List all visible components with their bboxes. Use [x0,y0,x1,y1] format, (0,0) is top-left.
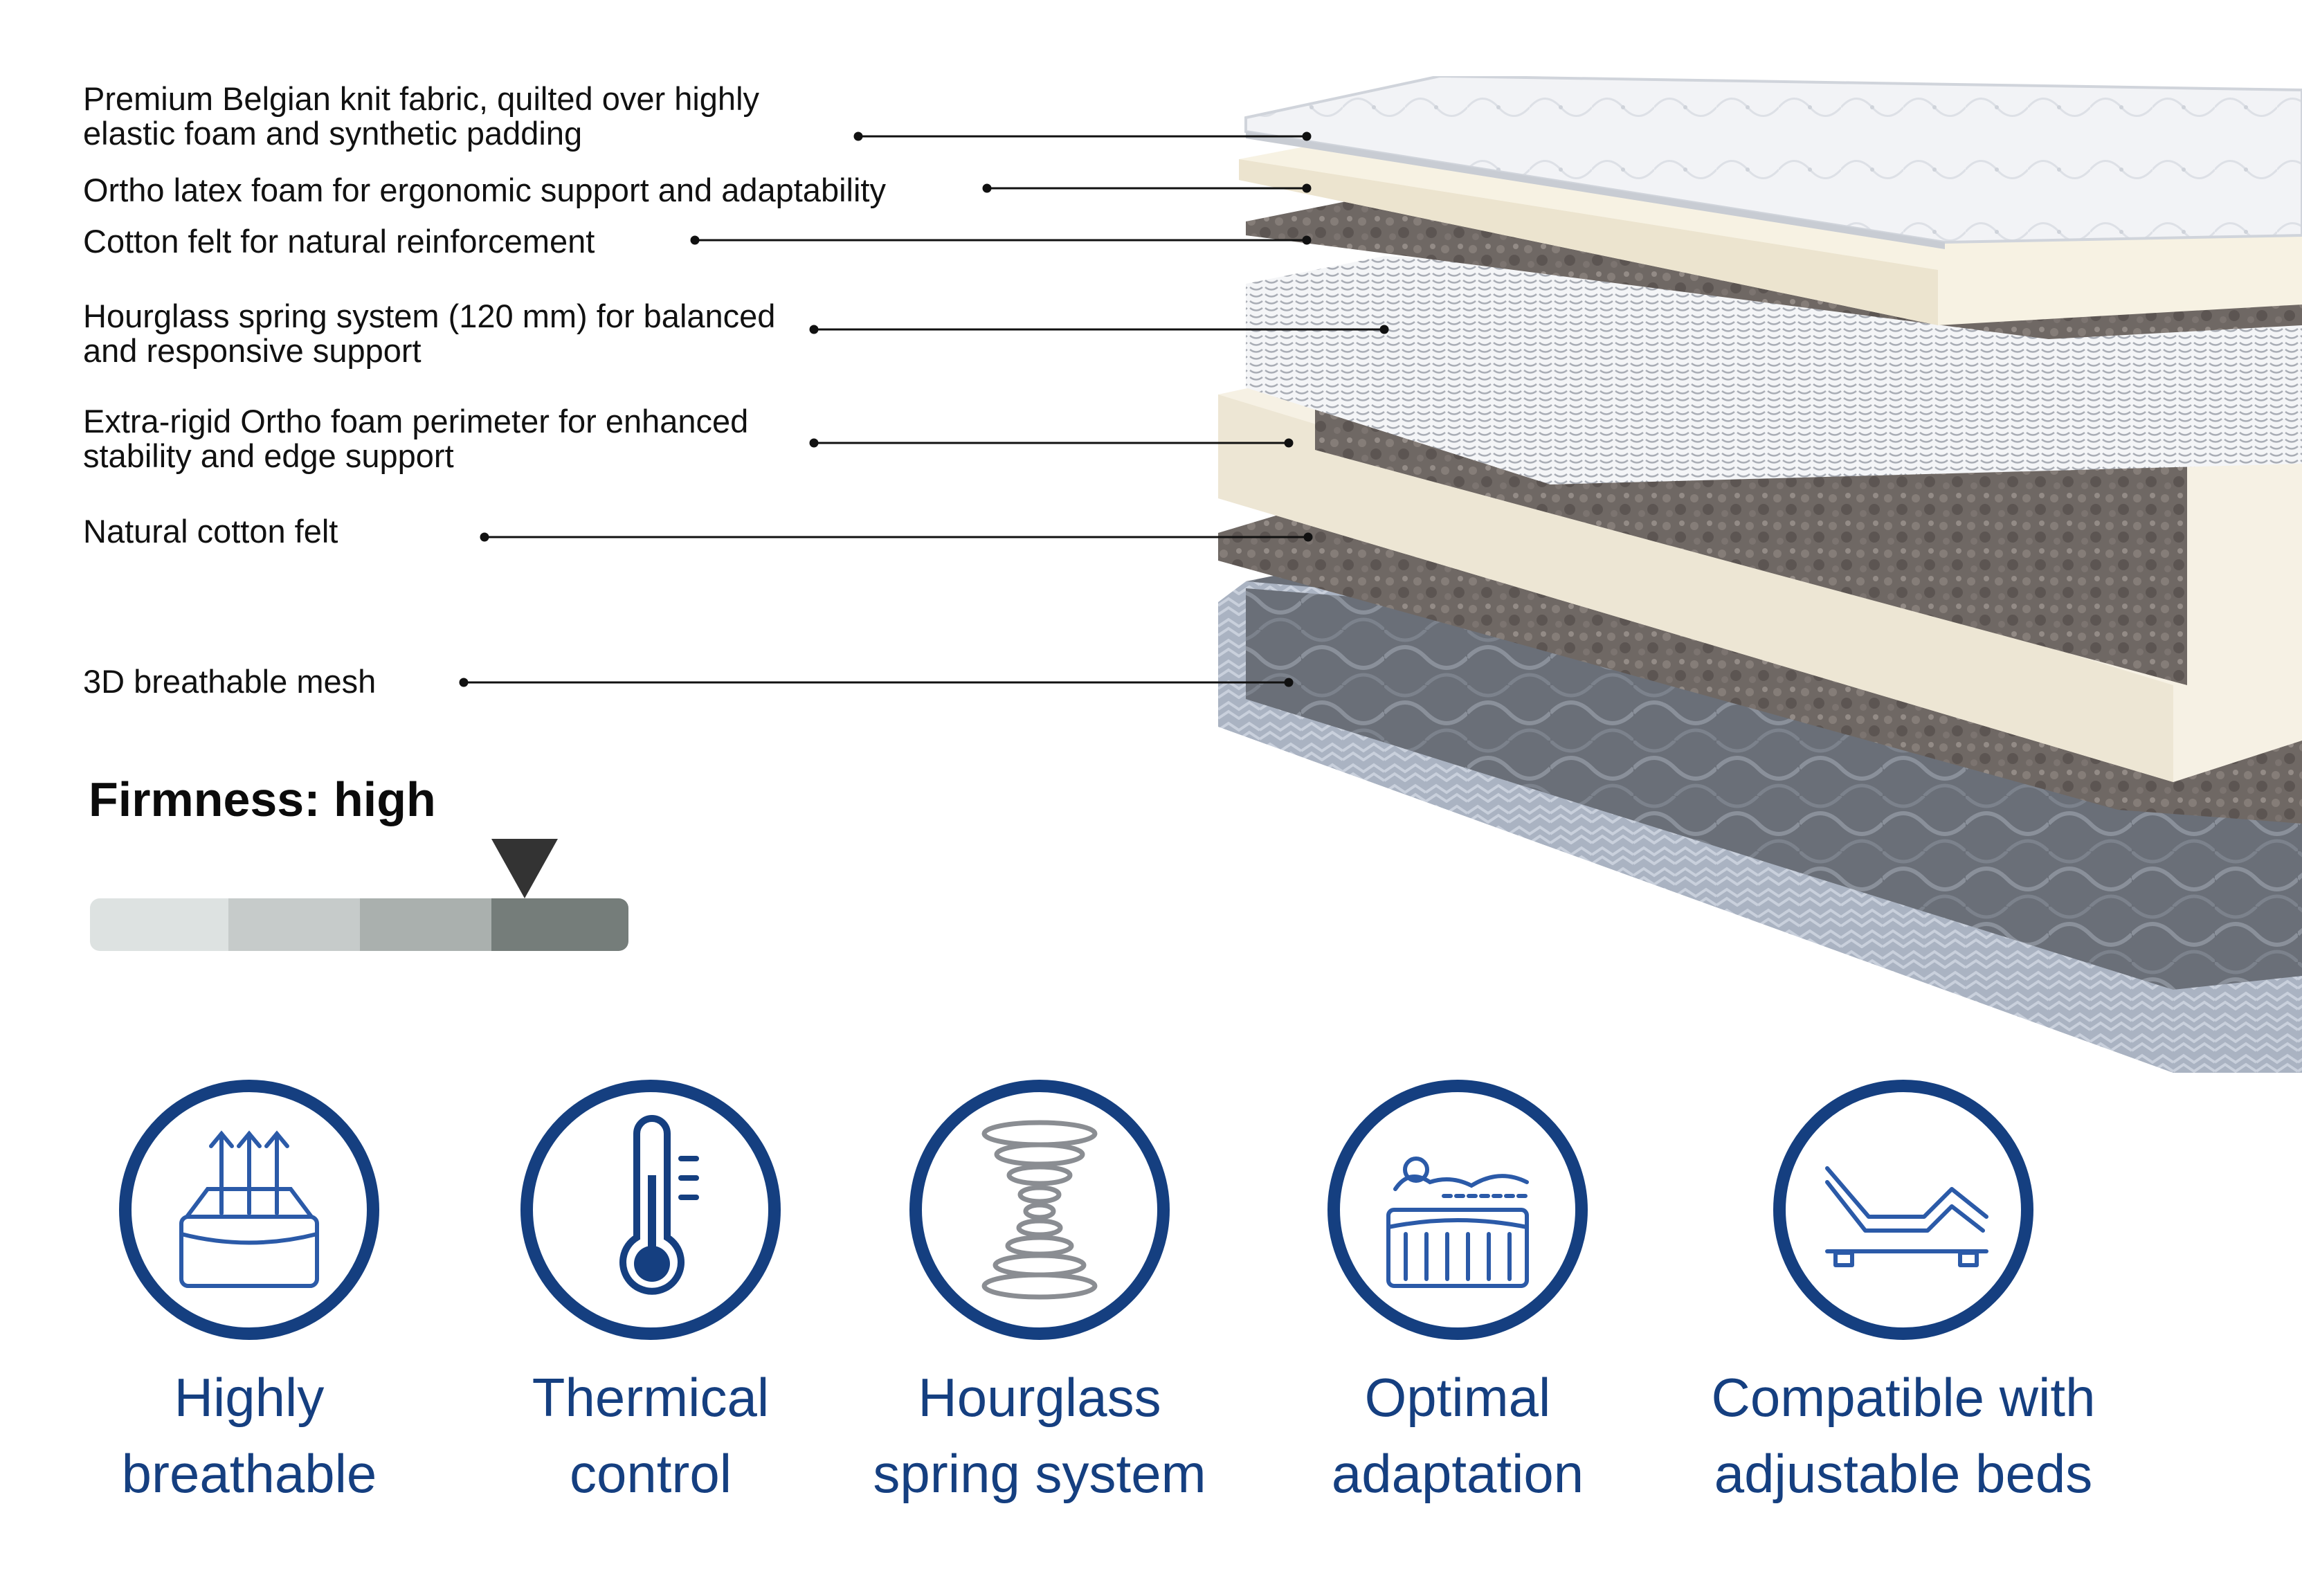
layer-label-line: Natural cotton felt [83,513,338,550]
feature-hourglass: Hourglass spring system [846,1080,1233,1512]
mattress-layers-illustration [1218,76,2302,1073]
layer-label-line: stability and edge support [83,437,454,474]
layer-label-line: Ortho latex foam for ergonomic support a… [83,172,886,208]
layer-label-line: elastic foam and synthetic padding [83,115,583,152]
firmness-segment [360,898,491,951]
feature-icon-ring [119,1080,379,1340]
layer-label-breathable-mesh: 3D breathable mesh [83,664,376,699]
feature-caption: Optimal adaptation [1264,1359,1651,1512]
feature-caption-line: adjustable beds [1714,1443,2093,1504]
layer-label-line: Hourglass spring system (120 mm) for bal… [83,298,776,334]
body-adaptation-icon [1386,1157,1529,1288]
layer-label-foam-perimeter: Extra-rigid Ortho foam perimeter for enh… [83,404,748,473]
feature-caption: Highly breathable [55,1359,443,1512]
layer-label-line: 3D breathable mesh [83,663,377,700]
feature-caption-line: Optimal [1364,1367,1551,1428]
feature-thermal: Thermical control [457,1080,844,1512]
adjustable-bed-icon [1825,1166,1988,1267]
feature-caption-line: control [569,1443,732,1504]
feature-caption: Thermical control [457,1359,844,1512]
breathable-mattress-icon [179,1130,319,1288]
layer-label-cotton-felt: Cotton felt for natural reinforcement [83,224,595,259]
feature-caption-line: adaptation [1331,1443,1584,1504]
layer-label-line: Premium Belgian knit fabric, quilted ove… [83,80,760,117]
feature-caption-line: Compatible with [1711,1367,2096,1428]
layer-label-line: Extra-rigid Ortho foam perimeter for enh… [83,403,749,439]
firmness-title: Firmness: high [89,772,436,826]
feature-adaptation: Optimal adaptation [1264,1080,1651,1512]
feature-icon-ring [520,1080,781,1340]
feature-caption-line: spring system [873,1443,1206,1504]
firmness-marker-icon [491,839,558,898]
leader-lines [459,132,1389,687]
layer-label-knit-fabric: Premium Belgian knit fabric, quilted ove… [83,82,759,151]
layer-label-latex-foam: Ortho latex foam for ergonomic support a… [83,173,886,208]
feature-caption-line: Thermical [532,1367,770,1428]
feature-icon-ring [1327,1080,1588,1340]
firmness-segment-active [491,898,628,951]
layer-label-line: and responsive support [83,332,422,369]
feature-icon-ring [909,1080,1170,1340]
hourglass-spring-icon [981,1120,1098,1300]
feature-icon-ring [1773,1080,2033,1340]
thermometer-icon [619,1115,699,1295]
feature-caption-line: Highly [174,1367,325,1428]
feature-caption: Compatible with adjustable beds [1710,1359,2097,1512]
layer-label-line: Cotton felt for natural reinforcement [83,223,595,260]
feature-breathable: Highly breathable [55,1080,443,1512]
firmness-scale [90,898,628,951]
firmness-segment [90,898,228,951]
feature-caption-line: breathable [121,1443,377,1504]
firmness-segment [228,898,360,951]
layer-label-spring-system: Hourglass spring system (120 mm) for bal… [83,299,775,368]
feature-adjustable: Compatible with adjustable beds [1710,1080,2097,1512]
feature-caption: Hourglass spring system [846,1359,1233,1512]
feature-caption-line: Hourglass [918,1367,1161,1428]
layer-label-natural-felt: Natural cotton felt [83,514,338,549]
